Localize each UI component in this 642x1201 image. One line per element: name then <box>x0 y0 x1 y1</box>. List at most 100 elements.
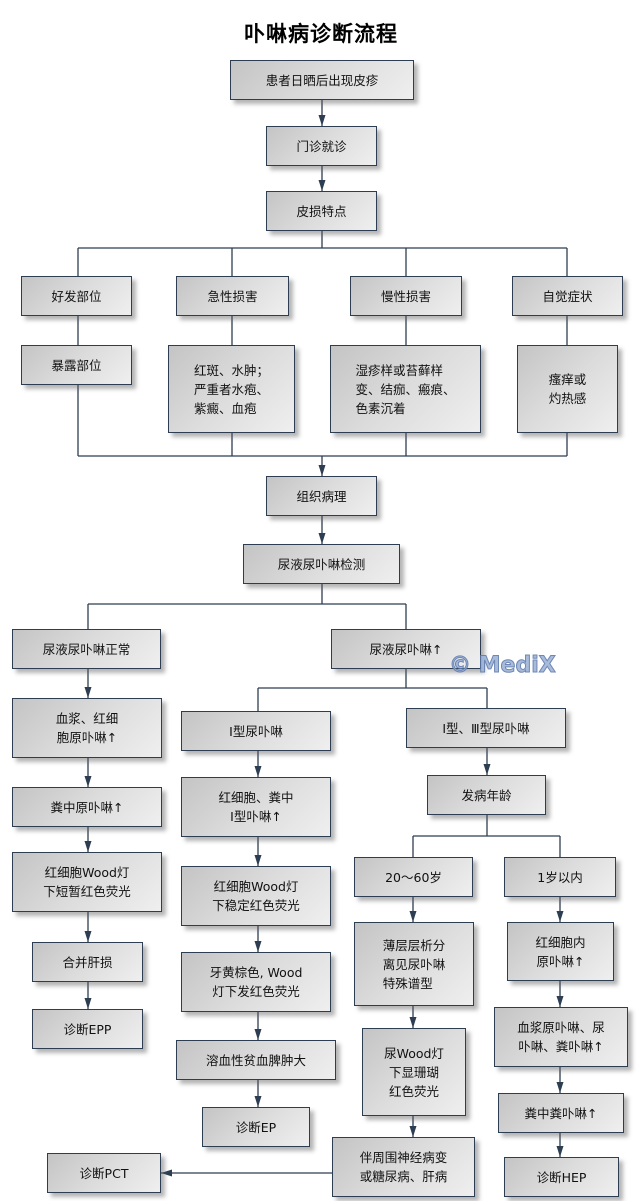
arrowhead-icon <box>318 533 326 544</box>
arrowhead-icon <box>254 1029 262 1040</box>
node-label: 尿Wood灯 下显珊瑚 红色荧光 <box>384 1045 444 1099</box>
flow-node-b11: 瘙痒或 灼热感 <box>517 345 618 433</box>
node-label: 湿疹样或苔藓样 变、结痂、瘢痕、 色素沉着 <box>355 362 456 416</box>
flow-node-b23: 红细胞Wood灯 下稳定红色荧光 <box>181 866 331 926</box>
node-label: 粪中粪卟啉↑ <box>524 1105 598 1121</box>
node-label: 组织病理 <box>296 488 347 504</box>
node-label: 红斑、水肿； 严重者水疱、 紫癜、血疱 <box>193 362 269 416</box>
node-label: 好发部位 <box>51 288 102 304</box>
flow-node-b29: 20～60岁 <box>354 857 473 897</box>
flow-node-b4: 好发部位 <box>21 276 132 316</box>
flow-node-b37: 粪中粪卟啉↑ <box>498 1093 624 1133</box>
node-label: 牙黄棕色, Wood 灯下发红色荧光 <box>209 965 303 999</box>
node-label: 皮损特点 <box>296 203 347 219</box>
flow-node-b25: 溶血性贫血脾肿大 <box>176 1040 336 1080</box>
node-label: 诊断HEP <box>536 1169 587 1185</box>
flow-node-b33: 伴周围神经病变 或糖尿病、肝病 <box>332 1137 475 1197</box>
flow-node-b31: 薄层层析分 离见尿卟啉 特殊谱型 <box>354 922 474 1006</box>
node-label: 1岁以内 <box>537 869 583 885</box>
node-label: 尿液尿卟啉↑ <box>369 641 443 657</box>
flow-node-b20: 诊断EPP <box>32 1009 143 1049</box>
arrowhead-icon <box>409 911 417 922</box>
arrowhead-icon <box>556 996 564 1007</box>
arrowhead-icon <box>318 180 326 191</box>
flow-node-b32: 尿Wood灯 下显珊瑚 红色荧光 <box>362 1028 466 1116</box>
flow-node-b38: 诊断HEP <box>504 1157 619 1197</box>
node-label: 粪中原卟啉↑ <box>50 799 124 815</box>
flow-node-b14: 尿液尿卟啉正常 <box>12 629 161 669</box>
arrowhead-icon <box>318 465 326 476</box>
node-label: 红细胞内 原卟啉↑ <box>535 934 586 969</box>
node-label: 血浆、红细 胞原卟啉↑ <box>55 711 119 745</box>
node-label: 诊断EP <box>235 1119 277 1135</box>
node-label: 红细胞Wood灯 下短暂红色荧光 <box>43 865 131 899</box>
node-label: Ⅰ型、Ⅲ型尿卟啉 <box>442 720 530 736</box>
flow-node-b15: 尿液尿卟啉↑ <box>331 629 481 669</box>
flow-node-b22: 红细胞、粪中 Ⅰ型卟啉↑ <box>181 777 331 837</box>
node-label: 血浆原卟啉、尿 卟啉、粪卟啉↑ <box>517 1020 605 1054</box>
node-label: 合并肝损 <box>62 954 113 970</box>
flow-node-b26: 诊断EP <box>202 1107 310 1147</box>
node-label: 自觉症状 <box>542 288 593 304</box>
arrowhead-icon <box>161 1169 172 1177</box>
arrowhead-icon <box>483 764 491 775</box>
flow-node-b21: Ⅰ型尿卟啉 <box>181 711 331 751</box>
node-label: 红细胞、粪中 Ⅰ型卟啉↑ <box>218 790 294 824</box>
flow-node-b28: 发病年龄 <box>427 775 546 815</box>
node-label: Ⅰ型尿卟啉 <box>229 723 283 739</box>
flow-node-b1: 患者日晒后出现皮疹 <box>230 60 414 100</box>
flow-node-b35: 红细胞内 原卟啉↑ <box>507 922 614 981</box>
arrowhead-icon <box>254 766 262 777</box>
arrowhead-icon <box>84 998 92 1009</box>
arrowhead-icon <box>84 841 92 852</box>
flow-node-b36: 血浆原卟啉、尿 卟啉、粪卟啉↑ <box>494 1007 628 1067</box>
flow-node-b34: 诊断PCT <box>47 1153 161 1193</box>
arrowhead-icon <box>556 911 564 922</box>
node-label: 溶血性贫血脾肿大 <box>205 1052 306 1068</box>
flow-node-b17: 粪中原卟啉↑ <box>12 787 162 827</box>
arrowhead-icon <box>556 1146 564 1157</box>
page-title: 卟啉病诊断流程 <box>244 22 398 46</box>
node-label: 尿液尿卟啉检测 <box>277 556 366 572</box>
arrowhead-icon <box>84 776 92 787</box>
flow-node-b3: 皮损特点 <box>266 191 377 231</box>
arrowhead-icon <box>254 941 262 952</box>
node-label: 诊断PCT <box>79 1165 129 1181</box>
flow-node-b6: 慢性损害 <box>350 276 462 316</box>
flow-node-b10: 湿疹样或苔藓样 变、结痂、瘢痕、 色素沉着 <box>330 345 481 433</box>
node-label: 门诊就诊 <box>296 138 347 154</box>
node-label: 发病年龄 <box>461 787 512 803</box>
node-label: 暴露部位 <box>51 357 102 373</box>
flow-node-b27: Ⅰ型、Ⅲ型尿卟啉 <box>406 708 566 748</box>
node-label: 诊断EPP <box>63 1021 112 1037</box>
node-label: 20～60岁 <box>385 869 442 885</box>
arrowhead-icon <box>318 115 326 126</box>
flow-node-b5: 急性损害 <box>176 276 289 316</box>
flow-node-b8: 暴露部位 <box>21 345 132 385</box>
flow-node-b30: 1岁以内 <box>504 857 616 897</box>
arrowhead-icon <box>409 1126 417 1137</box>
watermark: © MediX <box>449 653 557 679</box>
flow-node-b9: 红斑、水肿； 严重者水疱、 紫癜、血疱 <box>168 345 295 433</box>
arrowhead-icon <box>254 1096 262 1107</box>
arrowhead-icon <box>84 931 92 942</box>
flow-node-b16: 血浆、红细 胞原卟啉↑ <box>12 698 162 758</box>
arrowhead-icon <box>254 855 262 866</box>
node-label: 瘙痒或 灼热感 <box>548 372 587 406</box>
node-label: 薄层层析分 离见尿卟啉 特殊谱型 <box>382 937 446 991</box>
flow-node-b2: 门诊就诊 <box>266 126 377 166</box>
node-label: 患者日晒后出现皮疹 <box>265 72 379 88</box>
node-label: 慢性损害 <box>380 288 431 304</box>
flow-node-b19: 合并肝损 <box>32 942 143 982</box>
arrowhead-icon <box>84 687 92 698</box>
node-label: 急性损害 <box>207 288 258 304</box>
flow-node-b18: 红细胞Wood灯 下短暂红色荧光 <box>12 852 162 912</box>
flow-node-b12: 组织病理 <box>266 476 377 516</box>
arrowhead-icon <box>409 1017 417 1028</box>
flow-node-b7: 自觉症状 <box>512 276 623 316</box>
node-label: 红细胞Wood灯 下稳定红色荧光 <box>212 879 300 913</box>
arrowhead-icon <box>556 1082 564 1093</box>
flow-node-b13: 尿液尿卟啉检测 <box>243 544 400 584</box>
node-label: 伴周围神经病变 或糖尿病、肝病 <box>359 1150 448 1184</box>
